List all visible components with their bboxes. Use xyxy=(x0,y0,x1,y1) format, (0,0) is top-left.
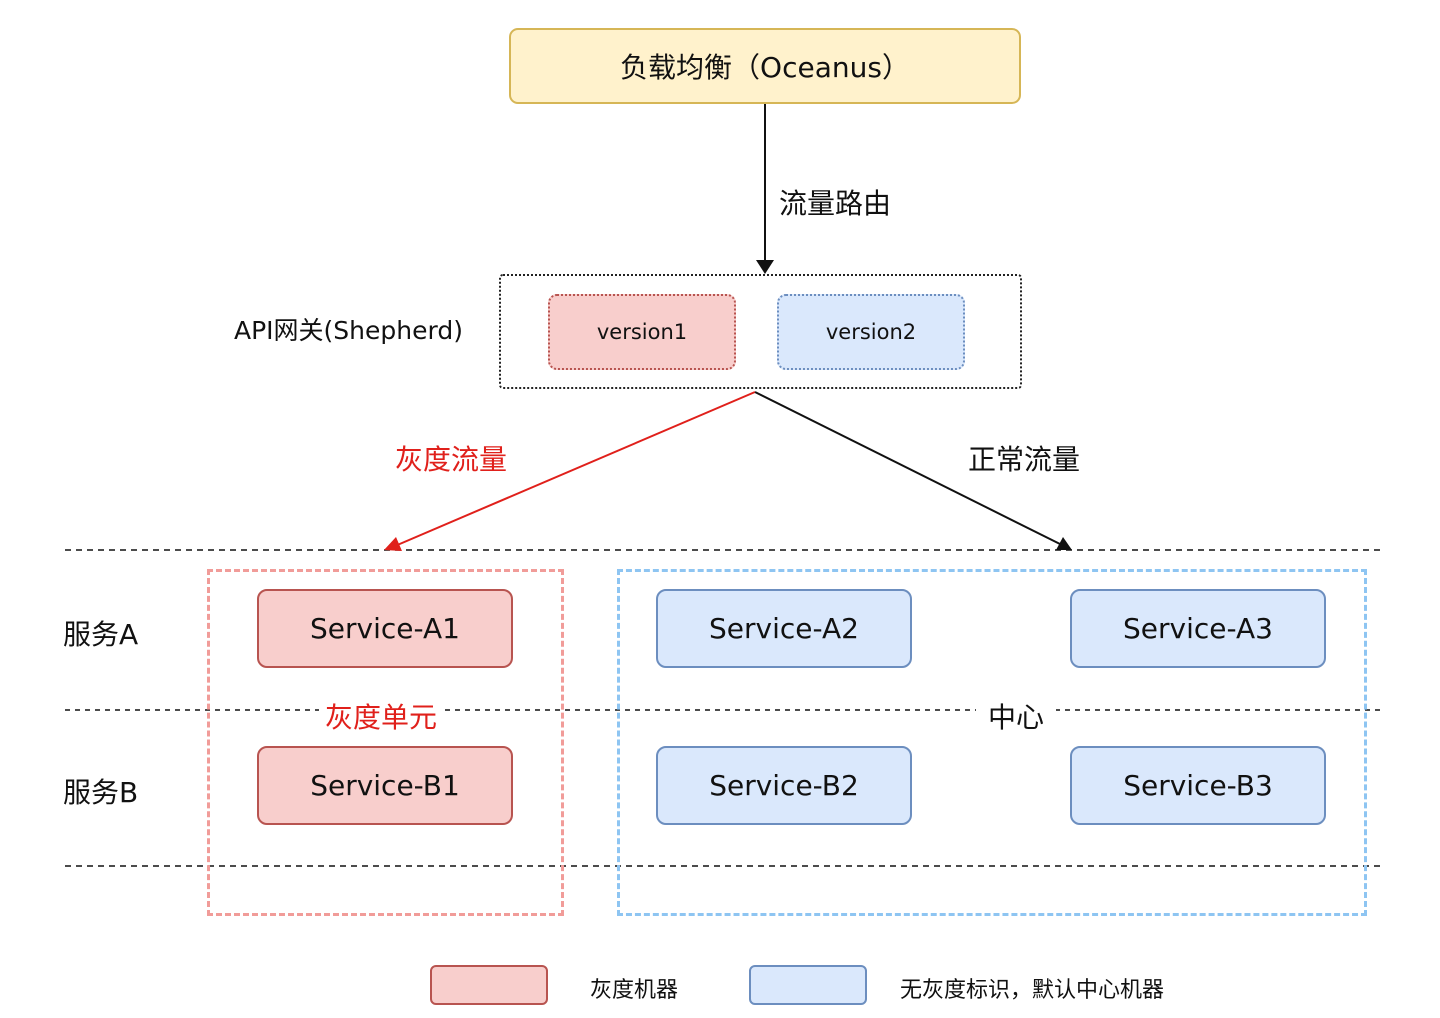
gray-traffic-arrowhead xyxy=(384,537,402,551)
gateway-version2: version2 xyxy=(777,294,965,370)
routing-label: 流量路由 xyxy=(779,187,892,220)
service-a2: Service-A2 xyxy=(656,589,912,668)
legend-center-swatch xyxy=(749,965,867,1005)
gateway-frame xyxy=(499,274,1022,389)
legend-gray-label: 灰度机器 xyxy=(590,978,679,1003)
normal-traffic-arrowhead xyxy=(1056,537,1072,550)
version2-label: version2 xyxy=(825,320,917,344)
row-label-service-b: 服务B xyxy=(63,776,139,809)
center-frame xyxy=(617,569,1367,916)
service-a3-label: Service-A3 xyxy=(1123,612,1273,645)
service-a1-label: Service-A1 xyxy=(310,612,460,645)
routing-arrowhead xyxy=(756,260,774,274)
gray-traffic-line xyxy=(394,391,756,547)
normal-traffic-line xyxy=(754,391,1063,546)
service-a1: Service-A1 xyxy=(257,589,513,668)
gray-unit-frame xyxy=(207,569,564,916)
legend-gray-swatch xyxy=(430,965,548,1005)
service-a3: Service-A3 xyxy=(1070,589,1326,668)
row-label-service-a: 服务A xyxy=(63,618,139,651)
service-b3: Service-B3 xyxy=(1070,746,1326,825)
center-label: 中心 xyxy=(976,696,1057,736)
service-a2-label: Service-A2 xyxy=(709,612,859,645)
service-b1: Service-B1 xyxy=(257,746,513,825)
legend-center-label: 无灰度标识，默认中心机器 xyxy=(900,978,1165,1003)
gateway-label: API网关(Shepherd) xyxy=(234,316,463,345)
load-balancer-label: 负载均衡（Oceanus） xyxy=(620,51,910,84)
gray-traffic-label: 灰度流量 xyxy=(395,443,508,476)
service-b3-label: Service-B3 xyxy=(1123,769,1273,802)
service-b2: Service-B2 xyxy=(656,746,912,825)
load-balancer-node: 负载均衡（Oceanus） xyxy=(509,28,1021,104)
version1-label: version1 xyxy=(596,320,688,344)
service-b2-label: Service-B2 xyxy=(709,769,859,802)
gray-unit-label: 灰度单元 xyxy=(319,696,444,736)
gateway-version1: version1 xyxy=(548,294,736,370)
normal-traffic-label: 正常流量 xyxy=(968,443,1081,476)
service-b1-label: Service-B1 xyxy=(310,769,460,802)
